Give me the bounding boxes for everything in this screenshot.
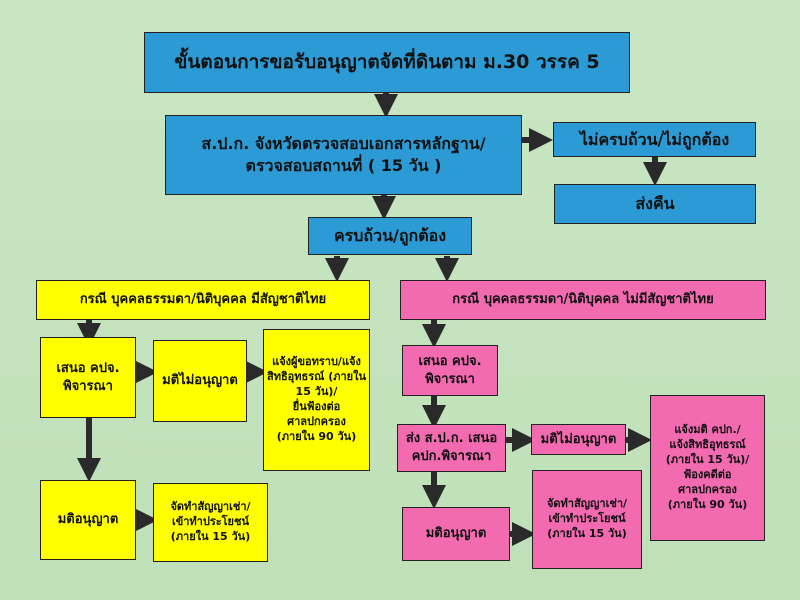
foreign-header-label: กรณี บุคคลธรรมดา/นิติบุคคล ไม่มีสัญชาติไ…: [452, 292, 714, 308]
foreign-propose-label: เสนอ คปจ. พิจารณา: [418, 353, 482, 387]
page-title: ขั้นตอนการขอรับอนุญาตจัดที่ดินตาม ม.30 ว…: [174, 50, 600, 73]
foreign-approve-box: มติอนุญาต: [402, 507, 510, 561]
return-box: ส่งคืน: [554, 184, 756, 224]
thai-propose-label: เสนอ คปจ. พิจารณา: [56, 360, 120, 394]
thai-deny-notice-box: แจ้งผู้ขอทราบ/แจ้ง สิทธิอุทธรณ์ (ภายใน 1…: [263, 329, 370, 471]
thai-header-label: กรณี บุคคลธรรมดา/นิติบุคคล มีสัญชาติไทย: [79, 292, 327, 308]
foreign-header-box: กรณี บุคคลธรรมดา/นิติบุคคล ไม่มีสัญชาติไ…: [400, 280, 766, 320]
thai-propose-box: เสนอ คปจ. พิจารณา: [40, 337, 136, 418]
thai-approve-next-label: จัดทำสัญญาเช่า/ เข้าทำประโยชน์ (ภายใน 15…: [170, 500, 251, 543]
return-label: ส่งคืน: [635, 194, 675, 214]
thai-approve-next-box: จัดทำสัญญาเช่า/ เข้าทำประโยชน์ (ภายใน 15…: [153, 483, 268, 562]
thai-approve-box: มติอนุญาต: [40, 480, 136, 560]
thai-header-box: กรณี บุคคลธรรมดา/นิติบุคคล มีสัญชาติไทย: [36, 280, 370, 320]
foreign-deny-label: มติไม่อนุญาต: [540, 431, 617, 447]
foreign-approve-label: มติอนุญาต: [425, 526, 487, 542]
title-box: ขั้นตอนการขอรับอนุญาตจัดที่ดินตาม ม.30 ว…: [144, 32, 630, 93]
review-step-label: ส.ป.ก. จังหวัดตรวจสอบเอกสารหลักฐาน/ ตรวจ…: [201, 134, 486, 175]
thai-deny-label: มติไม่อนุญาต: [162, 373, 238, 389]
foreign-propose-box: เสนอ คปจ. พิจารณา: [402, 345, 498, 396]
incomplete-label: ไม่ครบถ้วน/ไม่ถูกต้อง: [579, 129, 730, 149]
foreign-deny-notice-label: แจ้งมติ คปก./ แจ้งสิทธิอุทธรณ์ (ภายใน 15…: [665, 423, 750, 511]
foreign-approve-next-label: จัดทำสัญญาเช่า/ เข้าทำประโยชน์ (ภายใน 15…: [546, 497, 628, 540]
foreign-deny-notice-box: แจ้งมติ คปก./ แจ้งสิทธิอุทธรณ์ (ภายใน 15…: [650, 395, 765, 541]
thai-approve-label: มติอนุญาต: [57, 512, 119, 528]
thai-deny-notice-label: แจ้งผู้ขอทราบ/แจ้ง สิทธิอุทธรณ์ (ภายใน 1…: [267, 355, 366, 443]
foreign-approve-next-box: จัดทำสัญญาเช่า/ เข้าทำประโยชน์ (ภายใน 15…: [532, 470, 642, 569]
review-step-box: ส.ป.ก. จังหวัดตรวจสอบเอกสารหลักฐาน/ ตรวจ…: [165, 115, 522, 195]
foreign-forward-label: ส่ง ส.ป.ก. เสนอ คปก.พิจารณา: [405, 431, 498, 464]
thai-deny-box: มติไม่อนุญาต: [153, 340, 247, 422]
foreign-forward-box: ส่ง ส.ป.ก. เสนอ คปก.พิจารณา: [397, 424, 506, 472]
incomplete-box: ไม่ครบถ้วน/ไม่ถูกต้อง: [553, 122, 756, 157]
complete-box: ครบถ้วน/ถูกต้อง: [308, 217, 472, 255]
foreign-deny-box: มติไม่อนุญาต: [531, 424, 626, 455]
complete-label: ครบถ้วน/ถูกต้อง: [333, 226, 447, 246]
